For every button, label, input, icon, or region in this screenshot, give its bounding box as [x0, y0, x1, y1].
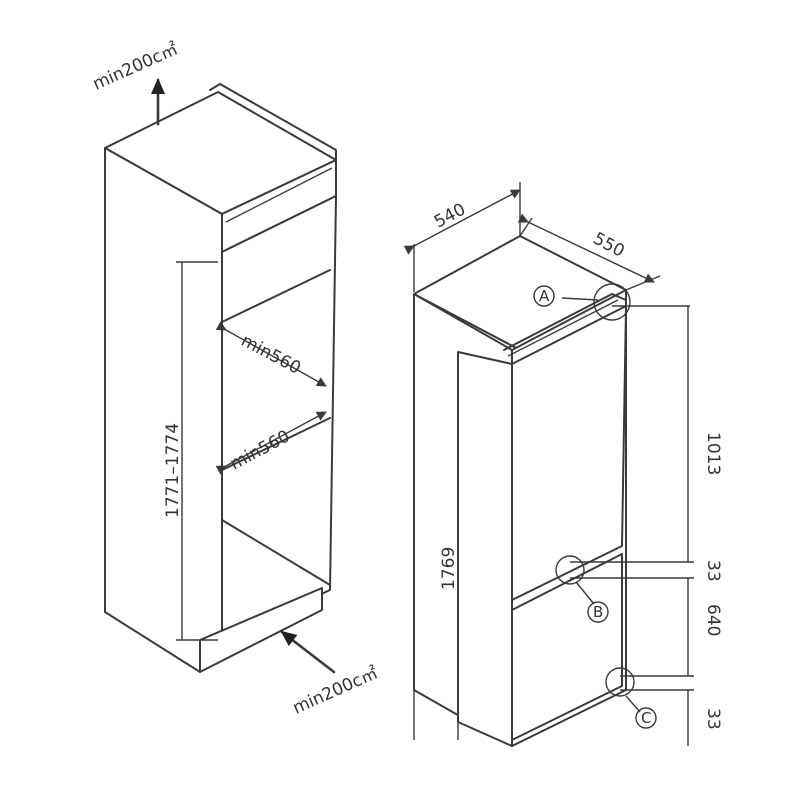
upper-height-label: 1013: [703, 432, 723, 475]
cabinet-plinth: [199, 587, 323, 673]
niche-height-label: 1771–1774: [163, 423, 183, 518]
vent-bottom-label: min200c㎡: [290, 663, 381, 718]
marker-a-label-circle: [533, 285, 555, 307]
marker-b-label: B: [593, 603, 603, 621]
vent-bottom-arrow: [280, 630, 336, 674]
niche-cabinet: [104, 78, 337, 674]
depth-label: 550: [590, 229, 628, 262]
gap-mid-label: 33: [703, 560, 723, 582]
marker-c-label: C: [641, 709, 651, 727]
marker-a-label: A: [539, 287, 550, 305]
depth-lower-arrow: [215, 411, 327, 475]
gap-bottom-label: 33: [703, 708, 723, 730]
lower-height-label: 640: [703, 604, 723, 636]
total-height-label: 1769: [439, 547, 459, 590]
marker-c-circle: [605, 667, 635, 697]
cabinet-left-side: [104, 147, 223, 673]
marker-a-circle: [593, 283, 631, 321]
vent-top-label: min200c㎡: [90, 39, 181, 94]
cabinet-opening: [221, 195, 337, 641]
marker-b-circle: [555, 555, 585, 585]
marker-b-label-circle: [587, 601, 609, 623]
depth-dimension: [517, 213, 661, 291]
marker-c-label-circle: [635, 707, 657, 729]
appliance: [403, 182, 694, 747]
niche-height-dimension: [176, 261, 218, 641]
depth-upper-arrow: [215, 321, 327, 387]
height-dimensions: [570, 305, 694, 746]
door-panel: [457, 351, 513, 747]
